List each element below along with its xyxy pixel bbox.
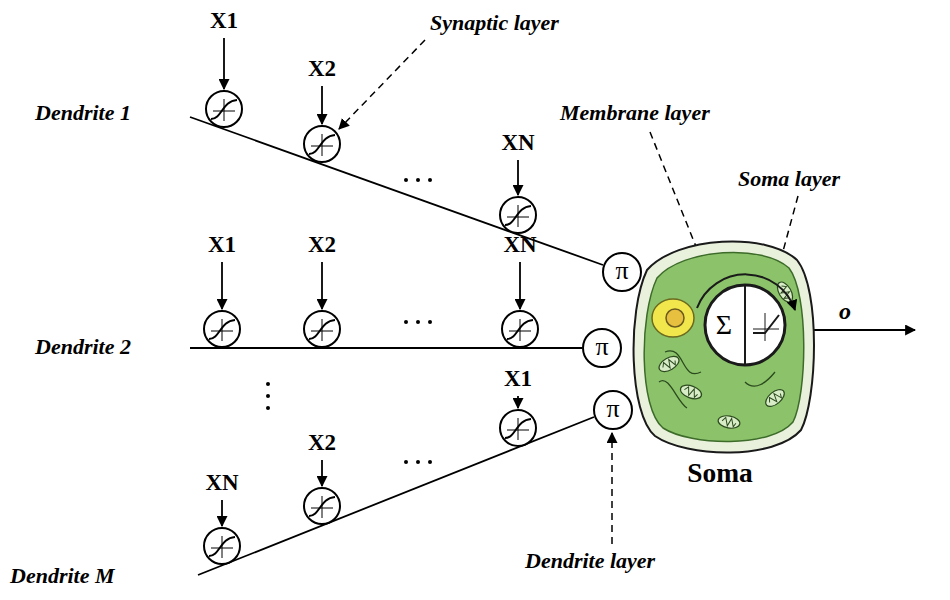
leader-line <box>339 40 425 129</box>
drawing-part <box>404 460 408 464</box>
drawing-part <box>683 386 699 398</box>
soma-heading: Soma <box>625 458 815 489</box>
input-label: X2 <box>308 232 336 258</box>
drawing-part <box>679 383 704 402</box>
drawing-part <box>428 460 432 464</box>
input-arrow <box>221 262 223 309</box>
drawing-part <box>416 460 420 464</box>
product-node: π <box>582 328 622 368</box>
layer-label: Dendrite layer <box>525 548 655 574</box>
input-label: XN <box>503 232 536 258</box>
drawing-part <box>404 178 408 182</box>
operator-symbol: Σ <box>703 283 745 367</box>
input-label: X1 <box>504 366 532 392</box>
drawing-part <box>767 390 783 405</box>
cell-illustration <box>625 232 815 494</box>
input-label: XN <box>501 130 534 156</box>
synapse-symbol <box>500 410 536 446</box>
dendrite-label: Dendrite 1 <box>35 100 131 126</box>
operator-symbol: π <box>615 258 628 284</box>
dendrite-label: Dendrite M <box>10 563 115 589</box>
ellipsis-dots <box>266 178 432 464</box>
drawing-part <box>416 178 420 182</box>
cell-membrane <box>634 241 814 452</box>
activation-axis <box>753 329 779 330</box>
drawing-part <box>266 406 270 410</box>
synapse-symbol <box>206 91 242 127</box>
input-arrow <box>221 500 223 526</box>
operator-symbol: π <box>606 396 619 422</box>
product-node: π <box>593 390 633 430</box>
dendrite-label: Dendrite 2 <box>35 334 131 360</box>
input-arrow <box>517 160 519 195</box>
input-label: X2 <box>308 56 336 82</box>
drawing-part <box>266 382 270 386</box>
drawing-part <box>428 178 432 182</box>
input-arrow <box>321 86 323 124</box>
drawing-part <box>721 417 736 427</box>
drawing-part <box>266 394 270 398</box>
input-arrow <box>517 396 519 408</box>
drawing-part <box>656 353 681 374</box>
synapse-symbol <box>204 311 240 347</box>
product-node: π <box>602 252 642 292</box>
mitochondrion <box>679 383 704 402</box>
cell-body <box>644 252 804 441</box>
input-arrow <box>223 38 225 89</box>
synapse-symbol <box>304 126 340 162</box>
nucleolus <box>666 309 684 327</box>
synapse-symbol <box>304 311 340 347</box>
layer-label: Soma layer <box>738 166 840 192</box>
activation-axis <box>765 313 766 341</box>
synapse-symbol <box>500 197 536 233</box>
synapse-symbol <box>502 311 538 347</box>
output-arrow <box>813 329 915 331</box>
input-label: X1 <box>208 232 236 258</box>
soma-cell: Σ Soma <box>625 232 815 494</box>
input-label: X1 <box>210 8 238 34</box>
input-arrow <box>321 460 323 486</box>
drawing-part <box>717 414 741 430</box>
synapse-symbol <box>204 528 240 564</box>
input-arrow <box>321 262 323 309</box>
mitochondrion <box>763 386 788 409</box>
drawing-part <box>404 320 408 324</box>
dendrite-line <box>190 117 603 265</box>
input-label: XN <box>205 470 238 496</box>
output-label: o <box>839 298 851 325</box>
sum-circle <box>703 283 787 367</box>
drawing-part <box>661 357 677 371</box>
mitochondrion <box>656 353 681 374</box>
synapse-symbol <box>304 488 340 524</box>
input-label: X2 <box>308 430 336 456</box>
mitochondrion <box>717 414 741 430</box>
drawing-part <box>763 386 788 409</box>
layer-label: Membrane layer <box>560 100 710 126</box>
leader-line <box>611 433 613 544</box>
input-arrows <box>222 38 520 526</box>
nucleus <box>652 299 694 337</box>
synapse-symbols <box>204 91 538 564</box>
operator-symbol: π <box>595 334 608 360</box>
drawing-part <box>428 320 432 324</box>
dendrite-lines <box>190 117 603 575</box>
sum-activation-node: Σ <box>703 283 787 367</box>
activation-symbol <box>753 315 779 333</box>
layer-label: Synaptic layer <box>430 10 559 36</box>
input-arrow <box>519 262 521 309</box>
divider-line <box>744 286 746 364</box>
drawing-part <box>416 320 420 324</box>
